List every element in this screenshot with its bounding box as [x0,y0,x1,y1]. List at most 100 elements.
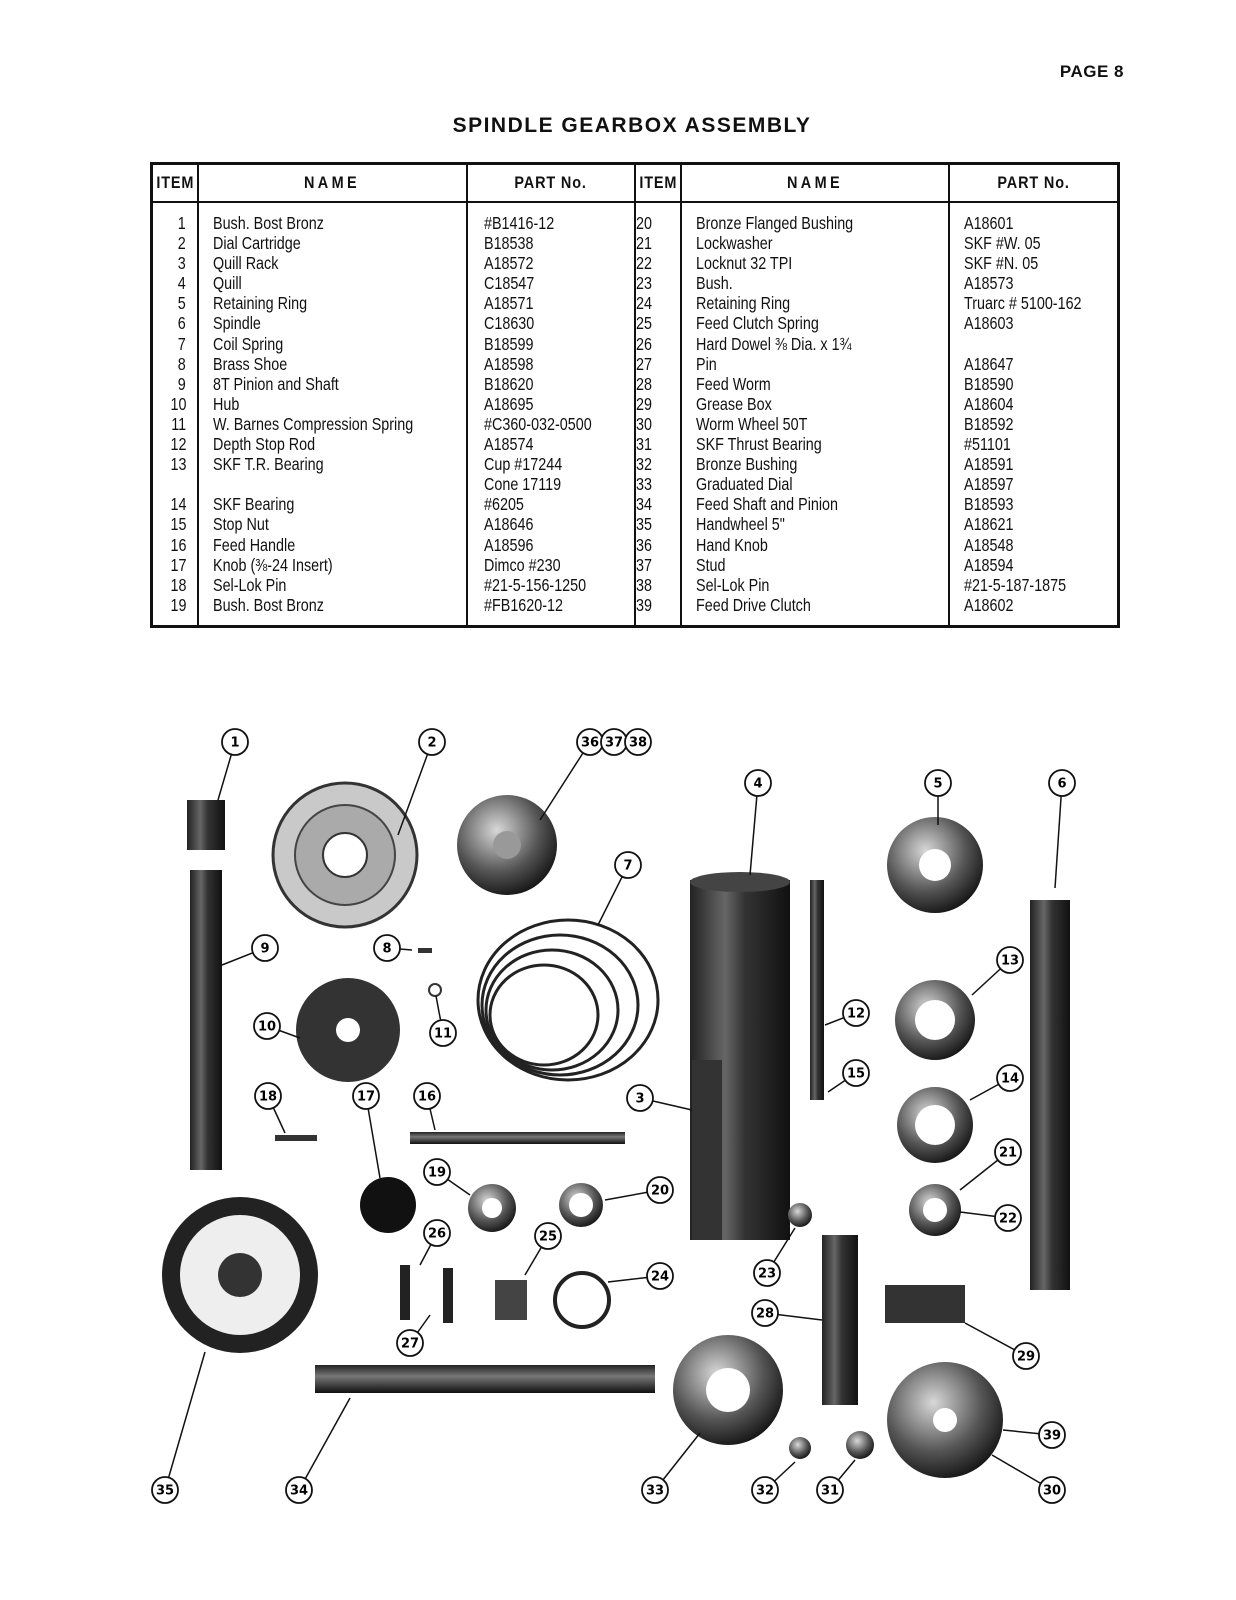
callout-label: 25 [539,1230,557,1245]
item-number-cell: 37 [636,554,652,575]
brass-shoe-part [418,948,432,953]
part-number-cell: A18621 [964,514,1014,535]
spindle-part [1030,900,1070,1290]
item-number-cell: 5 [178,293,186,314]
part-number-cell: C18630 [484,313,535,334]
callout-circle [423,1219,451,1247]
grease-box-part [885,1285,965,1323]
callout-label: 5 [933,777,942,792]
item-number-cell: 38 [636,574,652,595]
callout-label: 19 [428,1166,446,1181]
callout-label: 39 [1043,1429,1061,1444]
item-number-cell: 19 [170,594,186,615]
part-name-cell: Locknut 32 TPI [696,253,793,274]
compression-spring-part [428,983,442,997]
callout-circle [614,851,642,879]
bush-23-part [788,1203,812,1227]
part-number-cell: A18574 [484,434,534,455]
part-name-cell: Brass Shoe [213,353,288,374]
callout-label: 20 [651,1184,669,1199]
part-name-cell: SKF Thrust Bearing [696,434,822,455]
callout-circle [1038,1421,1066,1449]
item-number-cell: 21 [636,233,652,254]
callout-circle [221,728,249,756]
callout-label: 2 [427,736,436,751]
part-number-cell [950,334,1117,354]
callout-circle [924,769,952,797]
item-number-cell: 24 [636,293,652,314]
callout-circle [646,1262,674,1290]
callout-label: 31 [821,1484,839,1499]
part-header: PART No. [950,165,1117,203]
callout-label: 10 [258,1020,276,1035]
item-number-cell: 9 [178,373,186,394]
part-number-cell: A18573 [964,273,1014,294]
callout-circle [842,1059,870,1087]
item-number-cell: 7 [178,333,186,354]
part-name-cell: Retaining Ring [696,293,791,314]
part-name-cell: Dial Cartridge [213,233,301,254]
callout-circle [753,1259,781,1287]
part-name-cell: Grease Box [696,393,772,414]
part-number-cell: SKF #N. 05 [964,253,1039,274]
part-name-cell [199,474,466,494]
part-number-cell: SKF #W. 05 [964,233,1041,254]
item-number-cell: 18 [170,574,186,595]
callout-circle [994,1138,1022,1166]
item-number-cell: 20 [636,213,652,233]
part-name-cell: Bronze Flanged Bushing [696,213,854,233]
callout-leader-line [298,1397,351,1491]
callout-circle [751,1476,779,1504]
pin-part [443,1268,453,1323]
part-name-cell: Feed Worm [696,373,771,394]
callout-circle [285,1476,313,1504]
part-name-cell: Hard Dowel ⅜ Dia. x 1¾ [696,333,852,354]
callout-label: 17 [357,1090,375,1105]
callout-label: 7 [623,859,632,874]
part-number-cell: A18602 [964,594,1014,615]
part-number-cell: A18695 [484,393,534,414]
callout-label: 13 [1001,954,1019,969]
name-header: NAME [682,165,948,203]
part-name-cell: W. Barnes Compression Spring [213,413,414,434]
item-number-cell: 16 [170,534,186,555]
page-number: PAGE 8 [1059,62,1124,81]
callout-label: 21 [999,1146,1017,1161]
part-number-cell: C18547 [484,273,535,294]
callout-label: 26 [428,1227,446,1242]
part-name-cell: Sel-Lok Pin [213,574,287,595]
callout-circle [646,1176,674,1204]
callout-label: 15 [847,1067,865,1082]
item-number-cell: 31 [636,434,652,455]
coil-spring-part [476,918,660,1082]
part-name-cell: Feed Clutch Spring [696,313,819,334]
item-number-cell [153,474,197,494]
item-number-cell: 3 [178,253,186,274]
callout-label: 8 [382,942,391,957]
callout-label: 16 [418,1090,436,1105]
part-number-cell: #6205 [484,494,524,515]
sel-lok-pin-part [275,1135,317,1141]
part-number-cell: A18597 [964,474,1014,495]
callout-leader-line [539,741,591,821]
callout-circle [423,1158,451,1186]
item-number-cell: 4 [178,273,186,294]
part-name-cell: Spindle [213,313,261,334]
callout-label: 27 [401,1337,419,1352]
item-number-cell: 39 [636,594,652,615]
callout-label: 22 [999,1212,1017,1227]
part-number-cell: A18594 [964,554,1014,575]
callout-circle [624,728,652,756]
callout-leader-line [1054,782,1063,889]
item-number-cell: 14 [170,494,186,515]
feed-handle-part [410,1132,625,1144]
part-name-cell: Lockwasher [696,233,773,254]
part-name-cell: Stop Nut [213,514,269,535]
part-number-cell: A18601 [964,213,1014,233]
